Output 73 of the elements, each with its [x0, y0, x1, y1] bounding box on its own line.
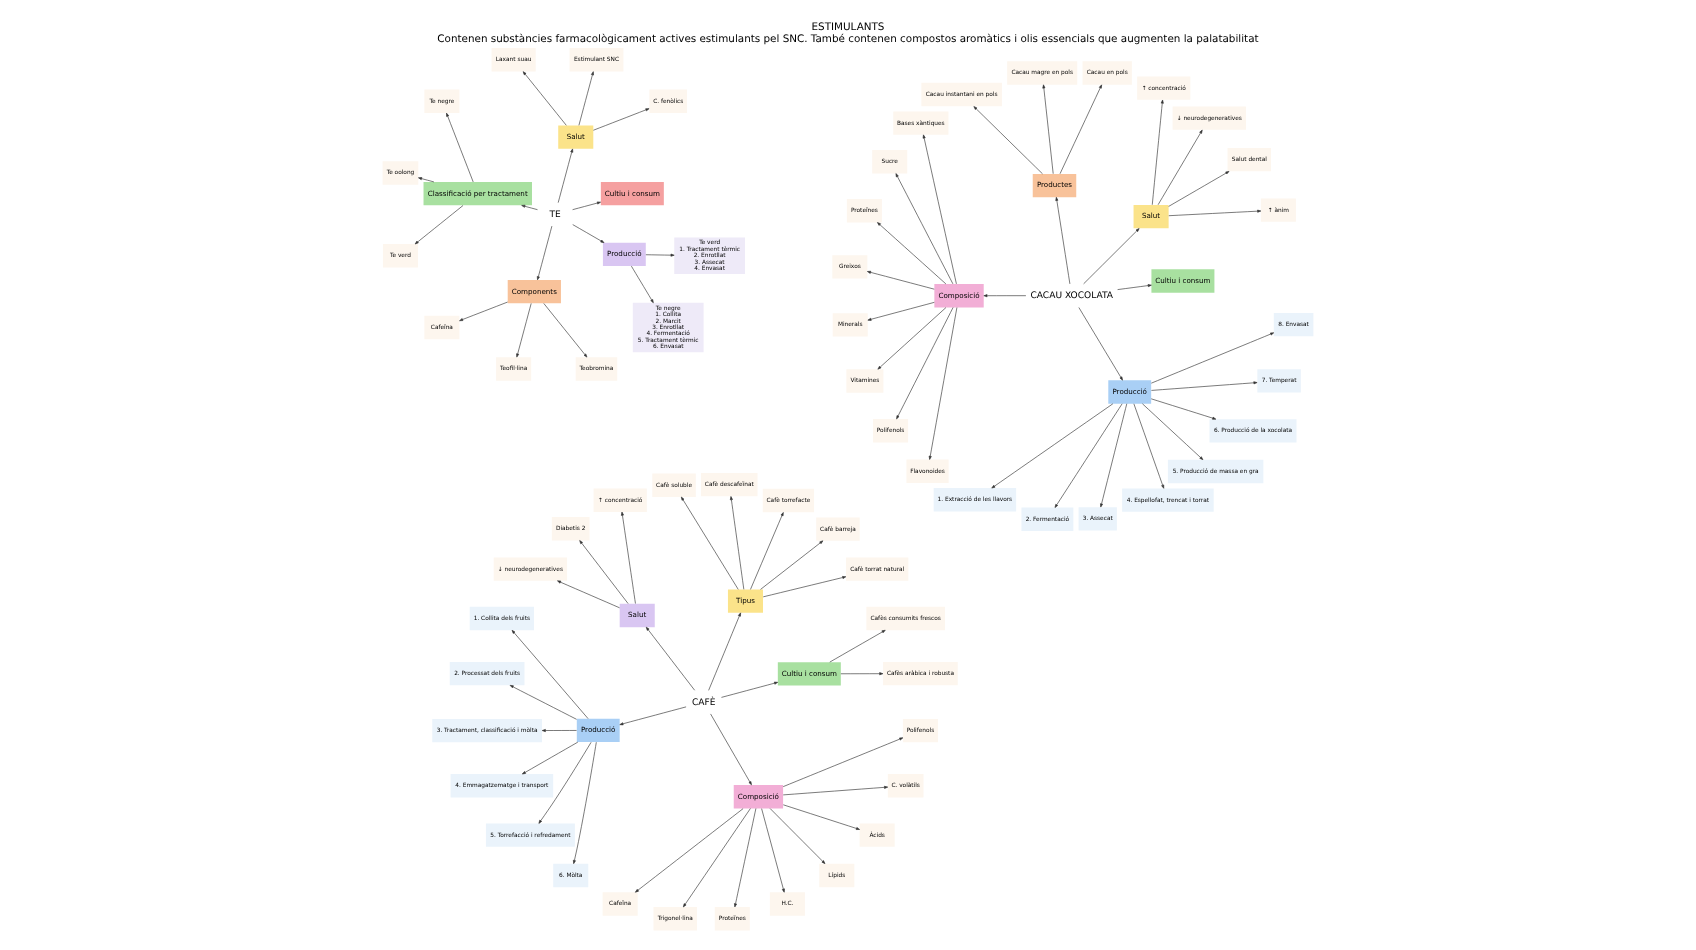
arrow	[572, 224, 605, 243]
arrow	[721, 681, 779, 698]
arrow	[1083, 228, 1140, 285]
arrow	[734, 808, 757, 908]
arrow	[840, 672, 884, 676]
arrow	[983, 294, 1027, 298]
arrow	[877, 307, 947, 370]
arrow	[1100, 403, 1128, 508]
arrow	[538, 741, 592, 824]
arrow	[536, 225, 553, 281]
arrow	[1117, 284, 1152, 290]
arrow	[621, 511, 636, 604]
arrow	[459, 301, 508, 322]
arrow	[760, 540, 824, 590]
arrow	[895, 173, 954, 285]
arrow	[573, 741, 597, 864]
arrow	[541, 729, 577, 732]
arrow	[991, 403, 1114, 489]
arrow	[1133, 403, 1165, 489]
arrow	[572, 201, 601, 210]
arrow	[543, 303, 588, 358]
arrow	[1168, 171, 1230, 207]
arrow	[681, 496, 739, 590]
arrow	[1054, 403, 1123, 508]
arrow	[877, 222, 947, 285]
arrow	[1042, 84, 1054, 175]
arrow	[619, 706, 687, 726]
arrow	[1059, 84, 1102, 175]
arrow	[867, 270, 935, 290]
arrow	[511, 629, 589, 719]
arrow	[509, 685, 577, 720]
arrow	[516, 303, 532, 358]
arrow	[761, 808, 785, 893]
arrow	[782, 737, 904, 787]
arrow	[1142, 403, 1204, 461]
arrow	[1168, 209, 1262, 217]
arrow	[579, 540, 629, 604]
arrow	[782, 785, 889, 796]
arrow	[521, 741, 579, 775]
arrow	[1055, 196, 1071, 285]
arrow	[578, 71, 594, 126]
arrow	[414, 205, 464, 245]
arrow	[867, 302, 935, 321]
arrow	[928, 307, 958, 460]
arrow	[769, 808, 826, 864]
arrow	[762, 576, 847, 598]
arrow	[1151, 332, 1275, 384]
arrow	[1151, 99, 1164, 206]
arrow	[631, 265, 654, 304]
arrow	[1151, 381, 1258, 391]
arrow	[829, 629, 886, 663]
arrow	[1150, 398, 1217, 420]
arrow	[922, 134, 957, 285]
arrow	[708, 612, 741, 691]
arrow	[710, 713, 752, 786]
arrow	[683, 808, 751, 908]
arrow	[593, 108, 650, 131]
arrow	[729, 496, 745, 590]
arrow	[782, 804, 860, 830]
arrow	[1078, 307, 1123, 381]
arrow	[645, 253, 675, 257]
arrow	[557, 148, 574, 203]
arrow	[446, 112, 474, 183]
arrow	[522, 71, 567, 126]
arrow	[896, 307, 954, 420]
arrow	[1157, 129, 1203, 206]
arrow	[635, 808, 744, 893]
arrow	[750, 512, 784, 590]
arrow	[973, 106, 1043, 175]
arrow	[557, 580, 620, 609]
arrow	[521, 204, 538, 210]
arrow	[418, 177, 435, 183]
arrow	[645, 626, 695, 691]
